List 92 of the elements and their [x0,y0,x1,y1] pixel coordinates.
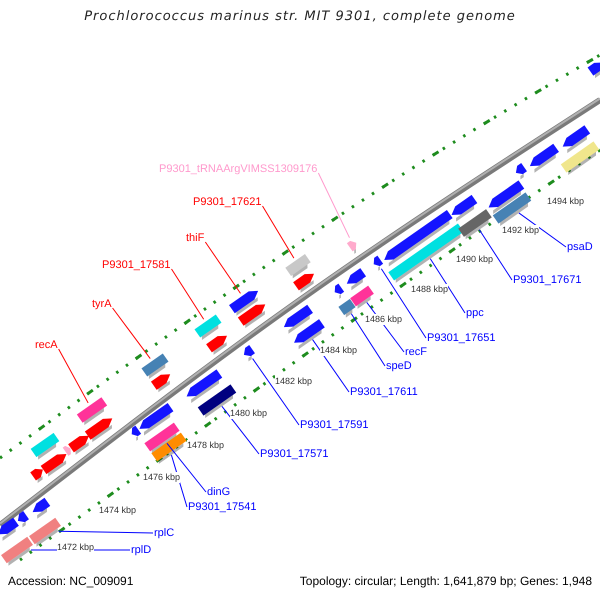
scale-label: 1494 kbp [547,196,584,207]
diagram-title: Prochlorococcus marinus str. MIT 9301, complete genome [83,9,517,24]
gene-block [238,304,266,328]
gene-block [285,254,311,278]
leader-line [430,258,466,314]
gene-block [334,284,344,299]
gene-block [132,426,142,441]
gene-label: P9301_17611 [350,386,418,398]
leader-line [312,339,350,392]
leader-line [380,268,426,338]
leader-line [252,358,300,426]
leader-line [221,406,260,454]
gene-block [1,536,33,566]
gene-block [338,298,356,318]
gene-block [516,163,527,180]
gene-block [492,192,532,226]
gene-block [206,336,227,355]
gene-label: P9301_17581 [102,259,171,271]
leader-line [112,308,151,360]
gene-block [139,403,174,436]
gene-label: rplC [154,527,174,539]
scale-label: 1474 kbp [99,505,136,516]
scale-label: 1480 kbp [230,408,268,419]
gene-label: recF [405,346,427,358]
gene-block [144,422,180,454]
gene-block [0,518,19,541]
gene-block [458,209,492,240]
gene-block [374,256,384,271]
gene-block [30,432,60,460]
leader-line [262,206,294,259]
leader-line [58,530,154,534]
scale-label: 1490 kbp [456,254,494,265]
gene-label: psaD [567,241,593,253]
gene-block [32,498,50,519]
gene-block [530,144,559,173]
leader-line [58,348,89,404]
leader-line [478,229,512,280]
scale-label: 1484 kbp [320,345,358,356]
gene-block [244,345,255,362]
gene-block [151,432,187,464]
gene-block [229,290,258,316]
gene-block [560,141,600,176]
gene-block [186,369,222,404]
gene-label: P9301_17651 [427,332,496,344]
gene-block [293,274,314,293]
gene-label: P9301_17571 [260,448,329,460]
gene-label: speD [386,360,412,372]
gene-block [346,240,356,254]
gene-label: thiF [186,232,204,244]
gene-block [141,353,169,379]
gene-label: P9301_17591 [300,419,369,431]
gene-block [562,125,590,154]
gene-label: P9301_17621 [193,196,262,208]
gene-label: tyrA [92,298,112,310]
scale-label: 1472 kbp [57,542,94,552]
scale-label: 1492 kbp [502,225,540,236]
gene-block [40,454,66,477]
gene-block [346,268,366,290]
gene-block [350,286,374,309]
gene-block [284,304,313,334]
gene-block [588,62,600,78]
gene-block [384,210,453,266]
scale-label: 1476 kbp [143,472,180,483]
gene-block [30,468,43,483]
leader-line [318,172,350,238]
scale-label: 1488 kbp [411,284,448,295]
scale-label: 1486 kbp [365,314,402,325]
gene-block [18,511,29,528]
gene-label: dinG [207,486,230,498]
gene-label: ppc [466,307,484,319]
footer-text: Accession: NC_009091 [8,574,134,589]
leader-line [166,442,206,492]
gene-label: P9301_17541 [188,501,257,513]
gene-block [84,418,112,442]
leader-line [171,268,204,320]
leader-line [350,313,386,366]
gene-block [452,194,478,222]
footer-text: Topology: circular; Length: 1,641,879 bp; Genes: 1,948 [300,574,592,589]
gene-block [68,436,89,455]
gene-block [488,180,524,214]
gene-block [194,314,222,340]
scale-label: 1478 kbp [187,440,224,451]
scale-label: 1482 kbp [275,376,312,387]
leader-line [518,212,566,248]
gene-block [76,397,108,426]
gene-label: rplD [131,544,152,556]
gene-label: recA [35,339,58,351]
gene-block [62,446,71,456]
leader-line [204,242,241,294]
gene-block [150,374,170,392]
gene-label: P9301_tRNAArgVIMSS1309176 [159,163,318,175]
gene-label: P9301_17671 [513,274,582,286]
